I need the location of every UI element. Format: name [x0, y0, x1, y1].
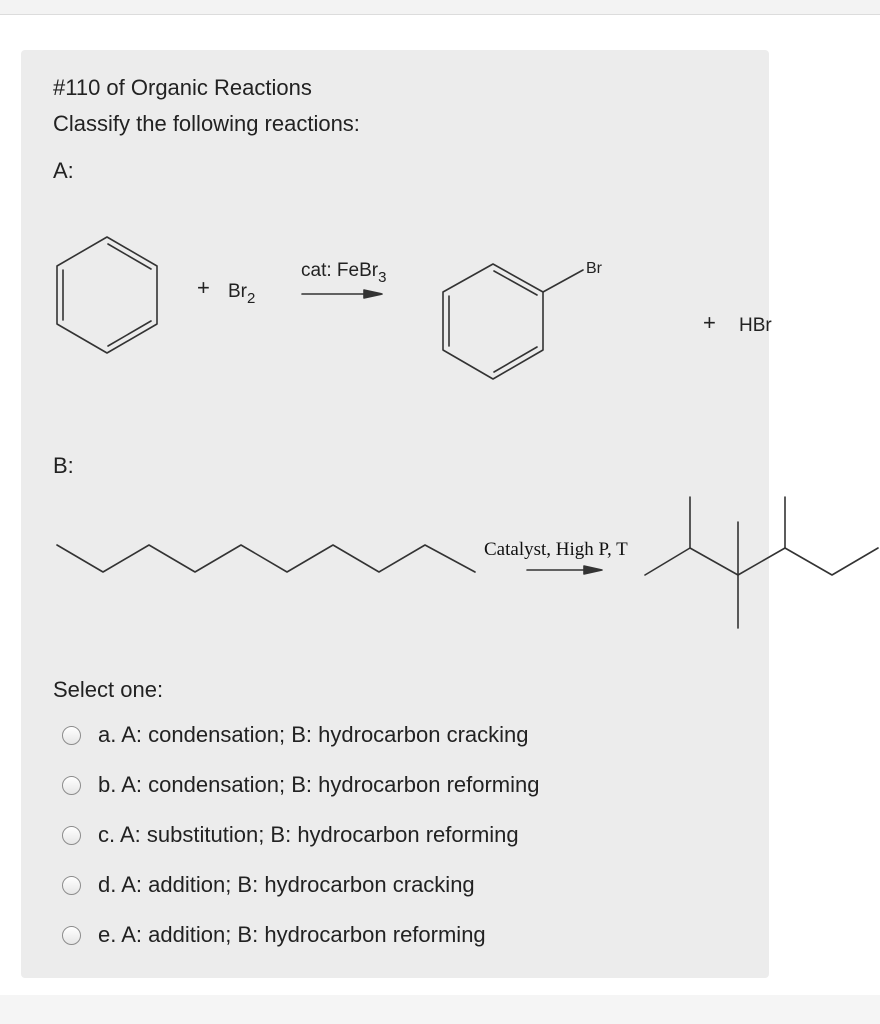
question-title: #110 of Organic Reactions	[53, 75, 312, 100]
benzene-double-bond	[107, 243, 152, 270]
option-a[interactable]: a. A: condensation; B: hydrocarbon crack…	[62, 710, 742, 760]
plus-sign: +	[197, 275, 210, 300]
option-b[interactable]: b. A: condensation; B: hydrocarbon refor…	[62, 760, 742, 810]
reaction-b-conditions: Catalyst, High P, T	[484, 539, 628, 560]
reaction-b-label: B:	[53, 453, 74, 478]
select-one-label: Select one:	[53, 677, 164, 702]
benzene-ring-reactant	[56, 236, 158, 354]
radio-button-d[interactable]	[62, 875, 81, 895]
page-footer-band	[0, 995, 880, 1024]
option-d[interactable]: d. A: addition; B: hydrocarbon cracking	[62, 860, 742, 910]
reaction-figure-svg: + Br2 cat: FeBr3 Br + HBr Catalyst, High…	[56, 236, 879, 629]
benzene-ring-product	[442, 263, 544, 380]
option-c[interactable]: c. A: substitution; B: hydrocarbon refor…	[62, 810, 742, 860]
option-c-label[interactable]: c. A: substitution; B: hydrocarbon refor…	[98, 822, 519, 847]
answer-options: a. A: condensation; B: hydrocarbon crack…	[62, 710, 742, 960]
plus-sign: +	[703, 310, 716, 335]
reaction-figures: + Br2 cat: FeBr3 Br + HBr Catalyst, High…	[56, 236, 879, 629]
radio-button-e[interactable]	[62, 925, 81, 945]
option-a-label[interactable]: a. A: condensation; B: hydrocarbon crack…	[98, 722, 529, 747]
straight-chain-alkane	[56, 544, 476, 573]
bromine-substituent: Br	[586, 260, 603, 277]
option-e-label[interactable]: e. A: addition; B: hydrocarbon reforming	[98, 922, 486, 947]
benzene-double-bond	[493, 346, 538, 373]
option-d-label[interactable]: d. A: addition; B: hydrocarbon cracking	[98, 872, 475, 897]
bromine-reagent: Br2	[228, 281, 255, 307]
radio-button-b[interactable]	[62, 775, 81, 795]
reaction-a-label: A:	[53, 158, 74, 183]
question-card	[21, 50, 769, 978]
browser-top-rule	[0, 0, 880, 15]
radio-button-c[interactable]	[62, 825, 81, 845]
radio-button-a[interactable]	[62, 725, 81, 745]
benzene-double-bond	[107, 320, 152, 347]
question-prompt: Classify the following reactions:	[53, 111, 360, 136]
benzene-double-bond	[493, 270, 538, 296]
option-b-label[interactable]: b. A: condensation; B: hydrocarbon refor…	[98, 772, 540, 797]
option-e[interactable]: e. A: addition; B: hydrocarbon reforming	[62, 910, 742, 960]
carbon-bromine-bond	[542, 269, 584, 293]
catalyst-label: cat: FeBr3	[301, 260, 386, 286]
hbr-byproduct: HBr	[739, 315, 772, 336]
reaction-b-arrow-head	[583, 565, 603, 575]
branched-alkane-main-chain	[644, 547, 879, 576]
reaction-a-arrow-head	[363, 289, 383, 299]
